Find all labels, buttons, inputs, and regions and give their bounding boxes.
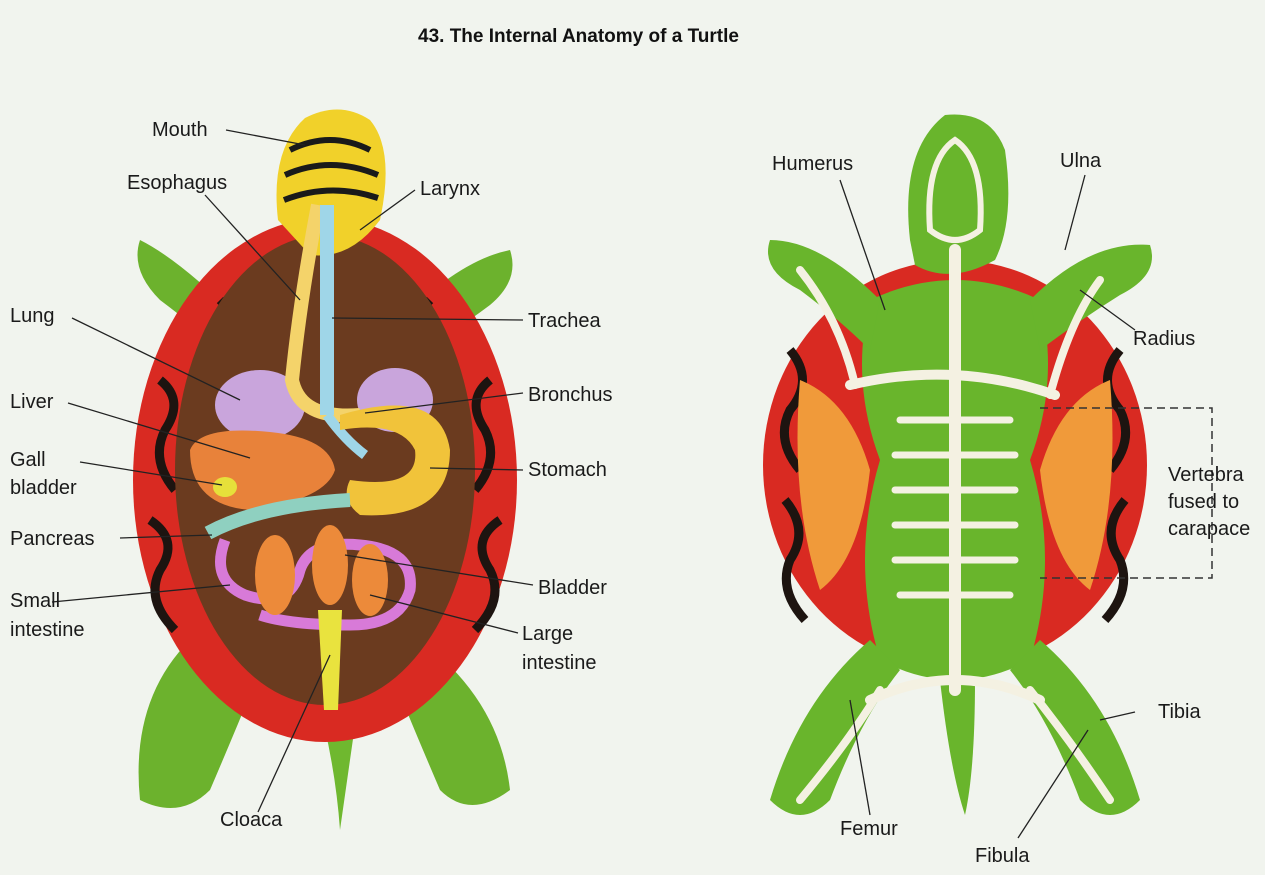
label-esophagus: Esophagus [127, 172, 227, 194]
right-tail [940, 680, 975, 815]
label-tibia: Tibia [1158, 701, 1201, 723]
label-femur: Femur [840, 818, 898, 840]
bladder-lobe-right [352, 544, 388, 616]
right-turtle-figure [763, 114, 1152, 815]
bladder-lobe-center [312, 525, 348, 605]
label-vertebrae-line1: Vertebra [1168, 464, 1244, 486]
bladder-lobe-left [255, 535, 295, 615]
label-fibula: Fibula [975, 845, 1030, 867]
label-trachea: Trachea [528, 310, 602, 332]
label-vertebrae-line3: carapace [1168, 518, 1250, 540]
label-small-intestine-line2: intestine [10, 619, 85, 641]
label-cloaca: Cloaca [220, 809, 283, 831]
label-vertebrae-line2: fused to [1168, 491, 1239, 513]
label-bronchus: Bronchus [528, 384, 613, 406]
right-hind-limb-right [1010, 640, 1140, 815]
label-stomach: Stomach [528, 459, 607, 481]
gall-bladder [213, 477, 237, 497]
label-large-intestine-line2: intestine [522, 652, 597, 674]
left-turtle-figure [133, 109, 517, 830]
right-hind-limb-left [770, 640, 900, 815]
label-pancreas: Pancreas [10, 528, 95, 550]
label-lung: Lung [10, 305, 55, 327]
trachea [320, 205, 334, 415]
label-liver: Liver [10, 391, 54, 413]
label-gall-bladder-line2: bladder [10, 477, 77, 499]
plate-title: 43. The Internal Anatomy of a Turtle [418, 26, 739, 47]
label-radius: Radius [1133, 328, 1195, 350]
label-humerus: Humerus [772, 153, 853, 175]
label-large-intestine-line1: Large [522, 623, 573, 645]
label-small-intestine-line1: Small [10, 590, 60, 612]
label-ulna: Ulna [1060, 150, 1102, 172]
label-larynx: Larynx [420, 178, 480, 200]
label-gall-bladder-line1: Gall [10, 449, 46, 471]
label-mouth: Mouth [152, 119, 208, 141]
label-bladder: Bladder [538, 577, 607, 599]
